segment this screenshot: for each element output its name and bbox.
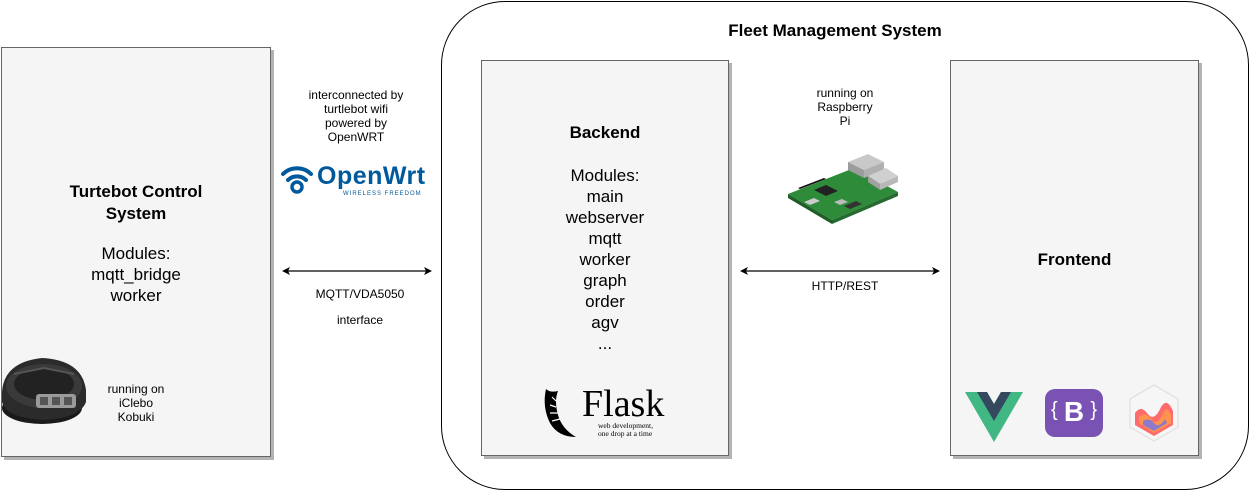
- turtlebot-modules: Modules: mqtt_bridge worker: [1, 243, 271, 306]
- wifi-icon: [281, 166, 313, 194]
- turtlebot-module-worker: worker: [110, 286, 162, 305]
- raspberry-pi-board-icon: [788, 154, 898, 224]
- mqtt-link-arrow: [282, 267, 432, 275]
- openwrt-note-line4: OpenWRT: [327, 130, 385, 144]
- openwrt-note-line3: powered by: [324, 116, 388, 130]
- flask-tagline-line1: web development,: [598, 421, 653, 430]
- backend-box: [481, 60, 729, 456]
- vue-logo-icon: [965, 392, 1023, 442]
- turtlebot-title: Turtebot Control System: [1, 181, 271, 225]
- kobuki-robot-icon: [2, 358, 86, 424]
- bootstrap-logo-icon: B { }: [1045, 389, 1103, 437]
- turtlebot-running-on-note: running on iClebo Kobuki: [100, 382, 172, 424]
- backend-module-ellipsis: ...: [597, 334, 613, 353]
- backend-module-main: main: [586, 187, 624, 206]
- openwrt-note: interconnected by turtlebot wifi powered…: [286, 88, 426, 144]
- fleet-title: Fleet Management System: [728, 21, 942, 40]
- mqtt-link-label: MQTT/VDA5050: [315, 287, 405, 301]
- backend-title: Backend: [569, 123, 641, 142]
- backend-modules: Modules: main webserver mqtt worker grap…: [481, 165, 729, 354]
- bootstrap-brace-left: {: [1051, 399, 1058, 421]
- turtlebot-title-line1: Turtebot Control: [69, 182, 203, 201]
- flask-logo: Flask web development, one drop at a tim…: [540, 383, 684, 441]
- turtlebot-running-on-line2: iClebo: [118, 396, 154, 410]
- backend-module-webserver: webserver: [565, 208, 645, 227]
- turtlebot-modules-label: Modules:: [101, 244, 171, 263]
- bootstrap-logo-letter: B: [1063, 396, 1085, 427]
- bootstrap-brace-right: }: [1090, 399, 1097, 421]
- openwrt-note-line2: turtlebot wifi: [323, 102, 389, 116]
- flask-logo-word: Flask: [582, 383, 665, 425]
- backend-module-graph: graph: [583, 271, 627, 290]
- raspberry-note-line2: Raspberry: [817, 100, 873, 114]
- frontend-title: Frontend: [1037, 250, 1112, 269]
- openwrt-logo: OpenWrt WIRELESS FREEDOM: [279, 156, 433, 202]
- raspberry-note: running on Raspberry Pi: [795, 86, 895, 128]
- openwrt-logo-tagline: WIRELESS FREEDOM: [343, 191, 422, 197]
- raspberry-note-line3: Pi: [839, 114, 851, 128]
- backend-module-worker: worker: [579, 250, 631, 269]
- fleet-management-boundary: [441, 1, 1249, 490]
- flask-tagline-line2: one drop at a time: [598, 429, 653, 438]
- backend-module-order: order: [585, 292, 625, 311]
- backend-modules-label: Modules:: [570, 166, 640, 185]
- backend-module-agv: agv: [591, 313, 619, 332]
- raspberry-note-line1: running on: [816, 86, 874, 100]
- http-link-arrow: [740, 267, 940, 275]
- openwrt-note-line1: interconnected by: [308, 88, 404, 102]
- turtlebot-module-mqtt-bridge: mqtt_bridge: [91, 265, 181, 284]
- backend-module-mqtt: mqtt: [588, 229, 622, 248]
- openwrt-logo-word: OpenWrt: [317, 162, 426, 190]
- turtlebot-title-line2: System: [105, 204, 167, 223]
- turtlebot-running-on-line3: Kobuki: [117, 410, 155, 424]
- mqtt-link-sublabel: interface: [336, 313, 384, 327]
- http-link-label: HTTP/REST: [811, 279, 879, 293]
- turtlebot-running-on-line1: running on: [107, 382, 165, 396]
- frappe-charts-logo-icon: [1129, 384, 1179, 442]
- flask-horn-icon: [544, 389, 576, 437]
- flask-logo-tagline: web development, one drop at a time: [598, 422, 653, 438]
